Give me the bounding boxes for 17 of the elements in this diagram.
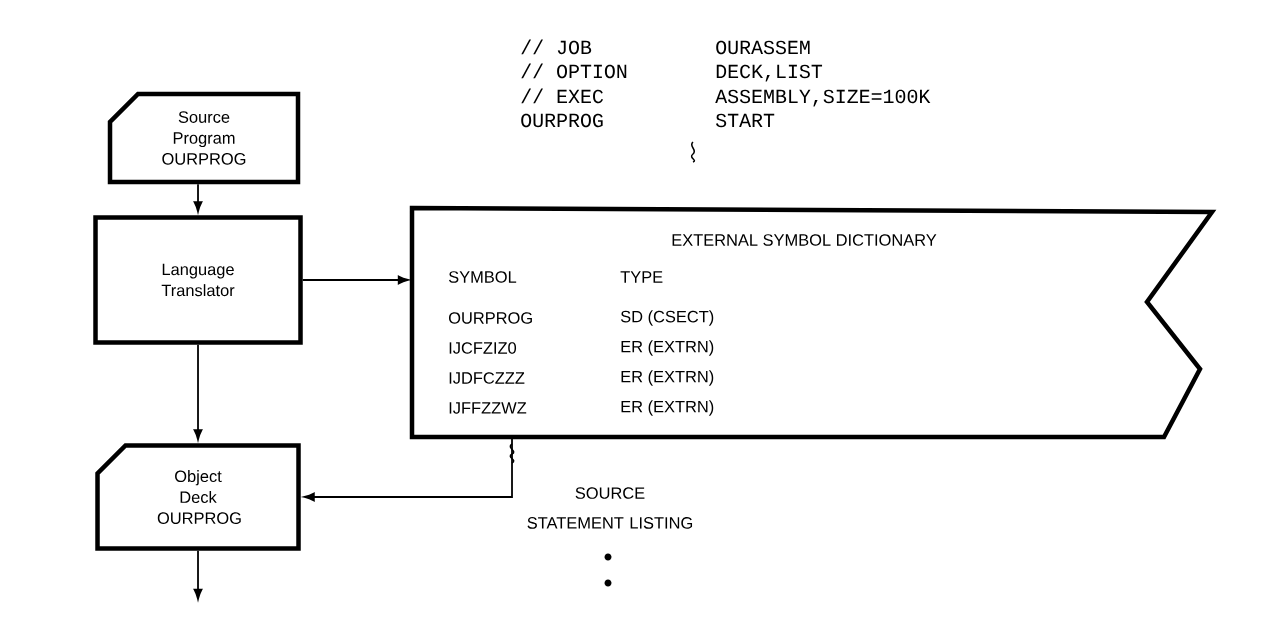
job-control-text: ASSEMBLY,SIZE=100K (715, 89, 931, 107)
card-box: Source Program OURPROG (107, 91, 301, 185)
job-control-text: START (715, 113, 775, 128)
arrow (193, 183, 203, 213)
arrow (193, 549, 203, 600)
job-control-text: OURPROG (521, 113, 603, 128)
job-control-text: // JOB (521, 39, 592, 55)
job-control-text: OURASSEM (716, 40, 810, 55)
job-control-text: // EXEC (521, 88, 604, 104)
process-box: Language Translator (93, 215, 303, 345)
card-box: Object Deck OURPROG (95, 443, 301, 551)
listing-caption: SOURCE STATEMENT LISTING (527, 487, 693, 529)
arrow (301, 275, 409, 285)
arrow (193, 343, 203, 441)
job-control-text: DECK,LIST (716, 64, 823, 82)
listing-document: EXTERNAL SYMBOL DICTIONARY SYMBOL TYPE OURPROG SD (CSECT) IJCFZIZ0 ER (EXTRN) IJDFCZZZ ER (EXTRN) IJFFZZWZ ER (EXTRN) (409, 205, 1217, 440)
job-control-text: // OPTION (521, 63, 627, 79)
